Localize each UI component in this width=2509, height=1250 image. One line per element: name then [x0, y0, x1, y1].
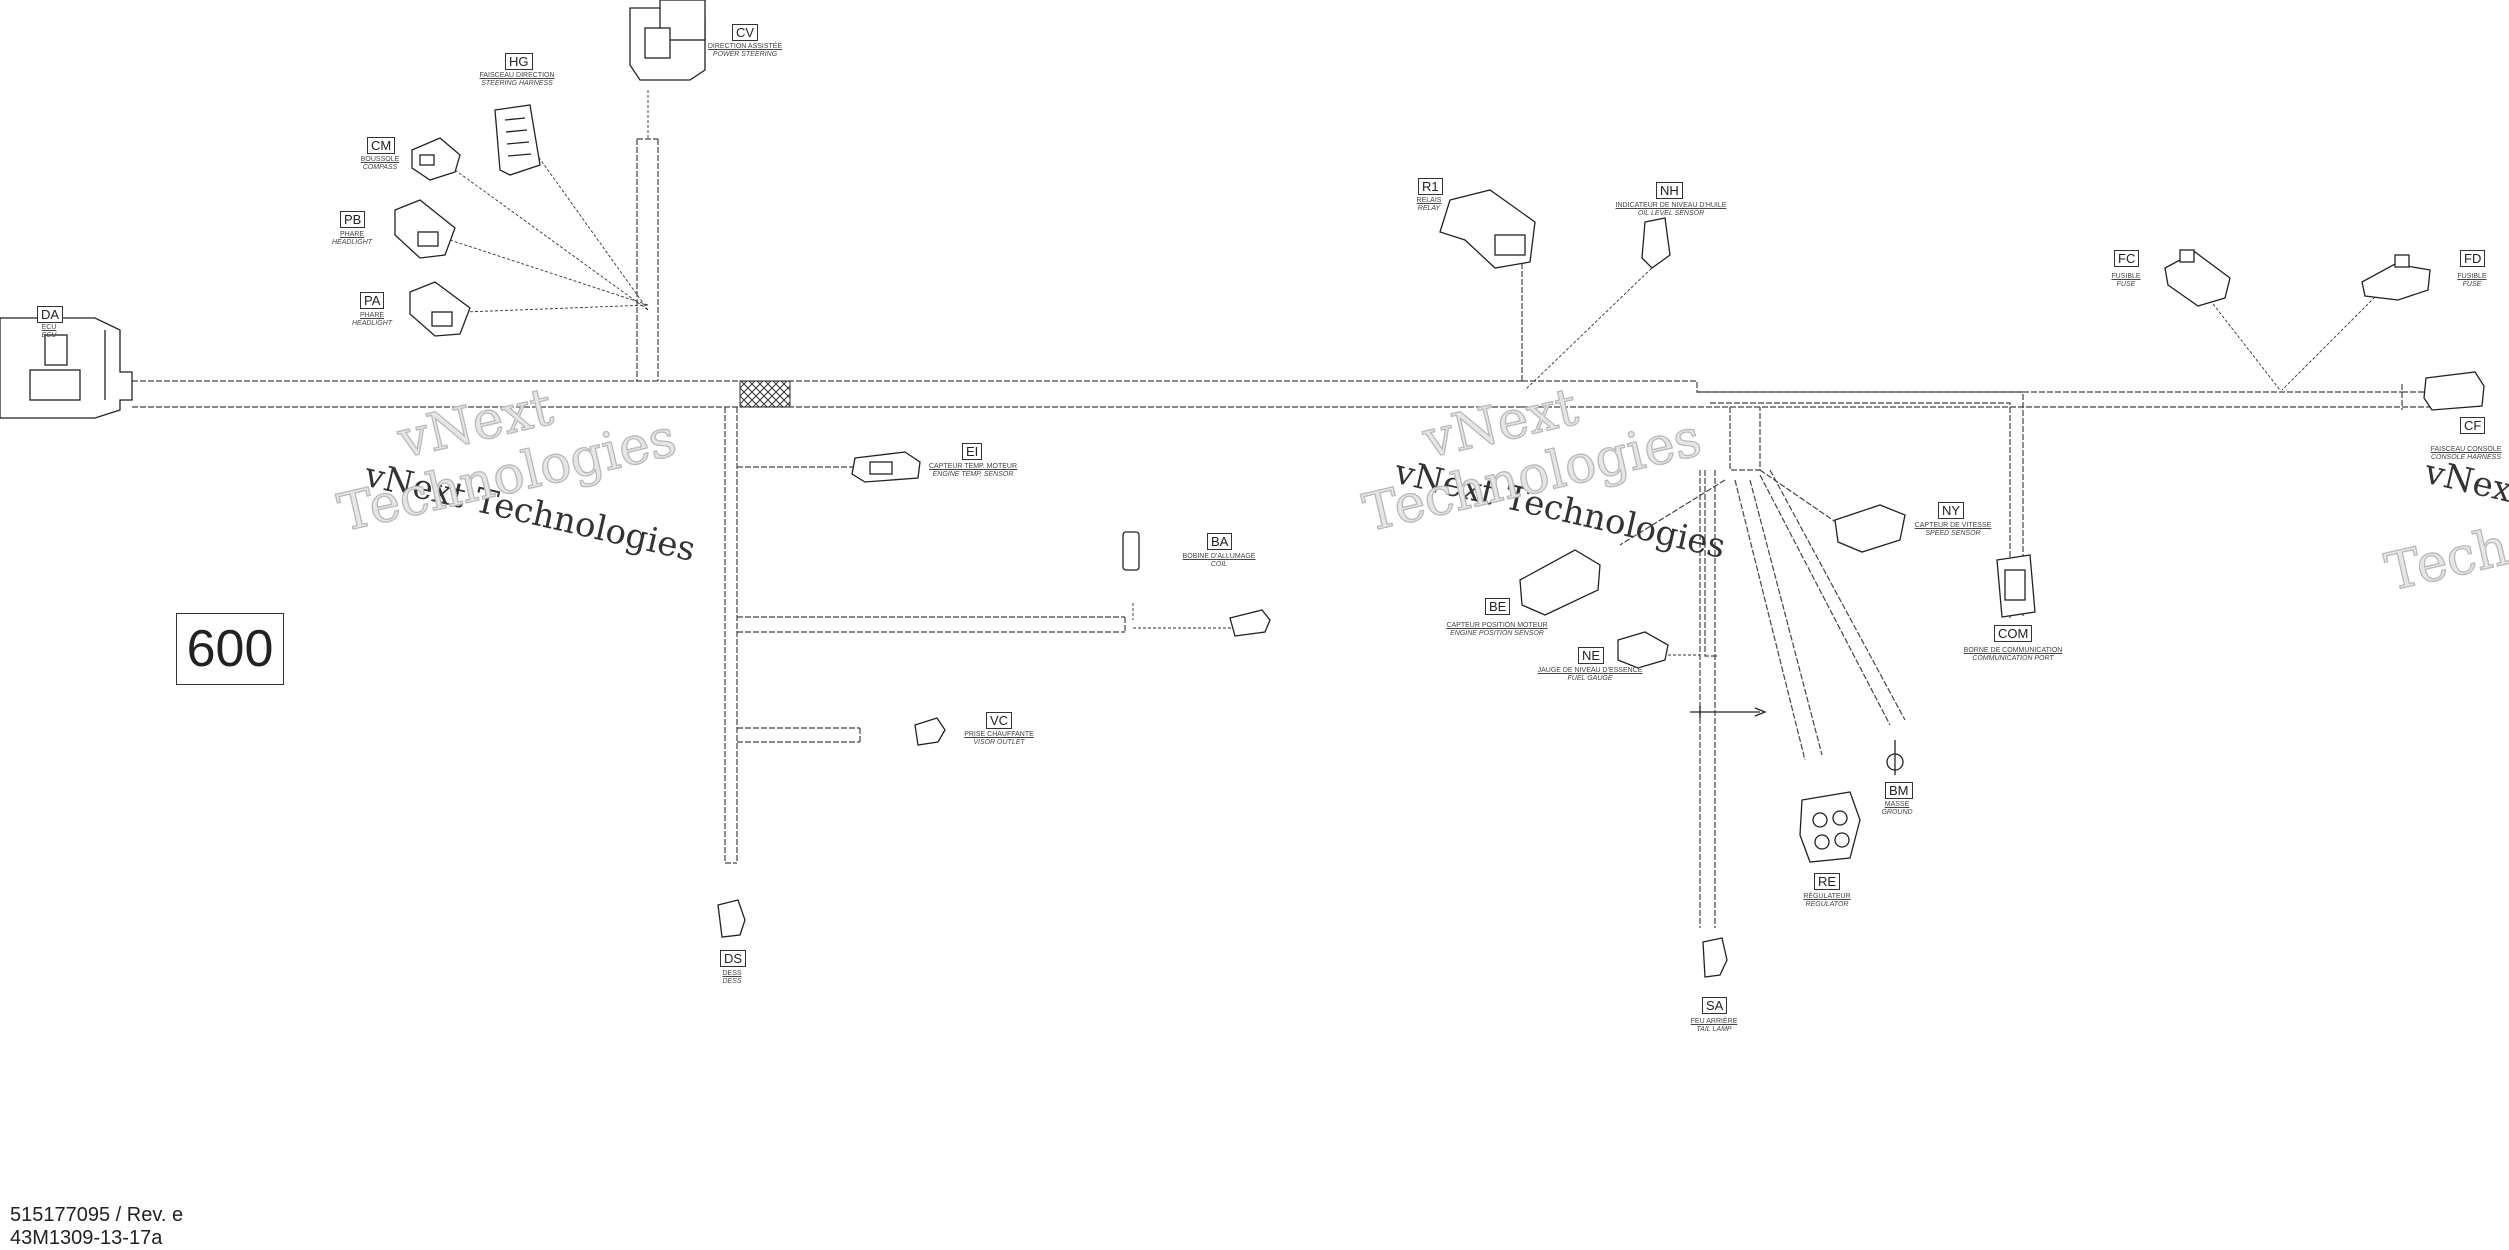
ei-connector	[851, 451, 921, 483]
page-number-box: 600	[176, 613, 284, 685]
lower-branch	[724, 407, 738, 864]
code-be: BE	[1485, 598, 1511, 615]
code-pb: PB	[340, 211, 366, 228]
code-sa: SA	[1702, 997, 1728, 1014]
console-branch	[2402, 391, 2430, 408]
com-branch	[1697, 391, 2024, 618]
code-fc: FC	[2114, 250, 2140, 267]
r1-relay	[1439, 189, 1536, 269]
code-nh: NH	[1656, 182, 1683, 199]
leader-pa	[464, 304, 649, 313]
visor-branch	[737, 727, 861, 743]
code-cf: CF	[2460, 417, 2486, 434]
footer-part-number: 515177095 / Rev. e	[10, 1204, 184, 1226]
code-com: COM	[1994, 625, 2033, 642]
ny-connector	[1834, 504, 1906, 553]
code-bm: BM	[1885, 782, 1913, 799]
main-harness-trunk	[132, 380, 1522, 408]
mount-bolt	[1690, 706, 1767, 718]
cv-riser	[636, 138, 659, 381]
hg-connector	[494, 104, 541, 176]
code-ne: NE	[1578, 647, 1605, 664]
regulator-branch	[1734, 479, 1823, 761]
code-ba: BA	[1207, 533, 1233, 550]
speed-sensor-branch	[1759, 469, 1841, 526]
engine-pos-branch	[1619, 479, 1726, 546]
ds-connector	[717, 899, 746, 938]
leader-nh	[1524, 264, 1656, 391]
code-hg: HG	[505, 53, 533, 70]
right-harness-branch	[1522, 380, 2403, 410]
leader-hg	[529, 144, 649, 311]
fuel-gauge-branch	[1704, 470, 1718, 657]
pb-connector	[394, 199, 456, 259]
ground-branch	[1759, 469, 1906, 726]
coil-branch	[737, 616, 1126, 633]
footer-drawing-id: 43M1309-13-17a	[10, 1227, 163, 1249]
cm-connector	[411, 137, 461, 181]
code-re: RE	[1814, 873, 1841, 890]
com-connector	[1996, 554, 2036, 618]
leader-cm	[454, 169, 649, 311]
sa-connector	[1702, 937, 1728, 978]
leader-pb	[449, 239, 649, 306]
protective-sleeve	[739, 380, 791, 408]
re-regulator	[1799, 791, 1861, 863]
code-cm: CM	[367, 137, 396, 154]
be-connector	[1519, 549, 1601, 616]
tail-lamp-branch	[1699, 470, 1716, 928]
code-vc: VC	[986, 712, 1013, 729]
cv-connector	[629, 0, 706, 81]
ba-plug	[1229, 609, 1271, 637]
code-da: DA	[37, 306, 64, 323]
sensor-branch-a	[1729, 407, 1761, 471]
leader-ba	[1132, 603, 1232, 629]
ne-connector	[1617, 631, 1669, 669]
leader-fc	[2209, 299, 2281, 391]
fd-fuse	[2361, 254, 2431, 301]
vc-connector	[914, 717, 946, 746]
nh-connector	[1641, 217, 1671, 269]
code-ds: DS	[720, 950, 747, 967]
fc-fuse	[2164, 249, 2231, 307]
cf-connector	[2423, 371, 2485, 411]
code-ei: EI	[962, 443, 983, 460]
da-connector	[0, 317, 133, 419]
code-cv: CV	[732, 24, 759, 41]
code-pa: PA	[360, 292, 385, 309]
ba-coil	[1122, 531, 1140, 571]
code-ny: NY	[1938, 502, 1965, 519]
pa-connector	[409, 281, 471, 337]
leader-fd	[2281, 289, 2383, 391]
code-fd: FD	[2460, 250, 2486, 267]
code-r1: R1	[1418, 178, 1443, 195]
bm-ground	[1886, 740, 1904, 775]
